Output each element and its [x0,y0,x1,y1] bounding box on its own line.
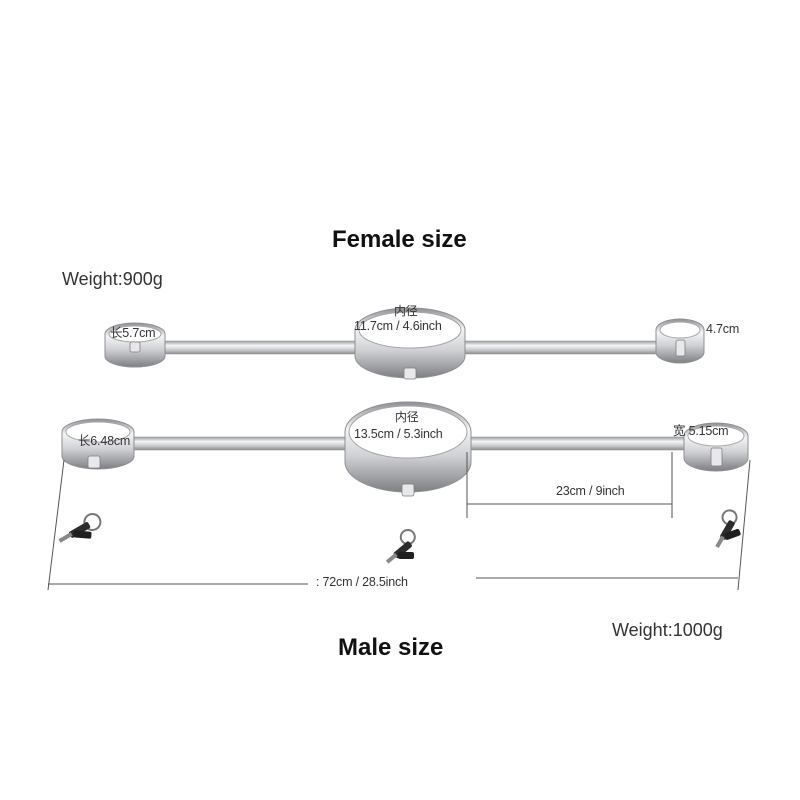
male-left-cuff [61,418,135,470]
male-right-cuff [683,422,749,472]
male-bar-segment-length: 23cm / 9inch [556,484,625,498]
total-dim-right-tick [737,459,751,591]
male-collar-inner-label: 内径 [395,410,419,424]
female-size-heading: Female size [332,226,467,253]
key-icon [58,513,102,543]
female-weight-label: Weight [62,269,118,289]
male-weight-label: Weight [612,620,668,640]
total-dim-left-tick [47,459,65,591]
male-neck-collar [344,401,472,497]
male-weight: Weight:1000g [612,620,723,641]
female-left-cuff [104,322,166,368]
key-icon [715,509,741,549]
male-left-cuff-length: 长6.48cm [78,434,131,448]
male-collar-inner-value: 13.5cm / 5.3inch [354,427,443,441]
male-size-heading: Male size [338,634,444,661]
female-weight-value: :900g [117,269,163,289]
dimension-lines [47,452,751,591]
female-neck-collar [354,307,466,380]
male-weight-value: :1000g [667,620,723,640]
female-weight: Weight:900g [62,269,163,290]
female-left-cuff-length: 长5.7cm [110,326,156,340]
male-right-cuff-width: 宽 5.15cm [673,424,729,438]
female-collar-inner-label: 内径 [394,304,418,318]
female-right-cuff-width: 4.7cm [706,322,740,336]
key-icon [385,528,416,564]
female-right-cuff [655,318,705,364]
female-collar-inner-value: 11.7cm / 4.6inch [354,319,442,333]
male-spreader-bar [61,401,749,497]
female-spreader-bar [104,307,705,380]
male-total-length: : 72cm / 28.5inch [316,575,408,589]
